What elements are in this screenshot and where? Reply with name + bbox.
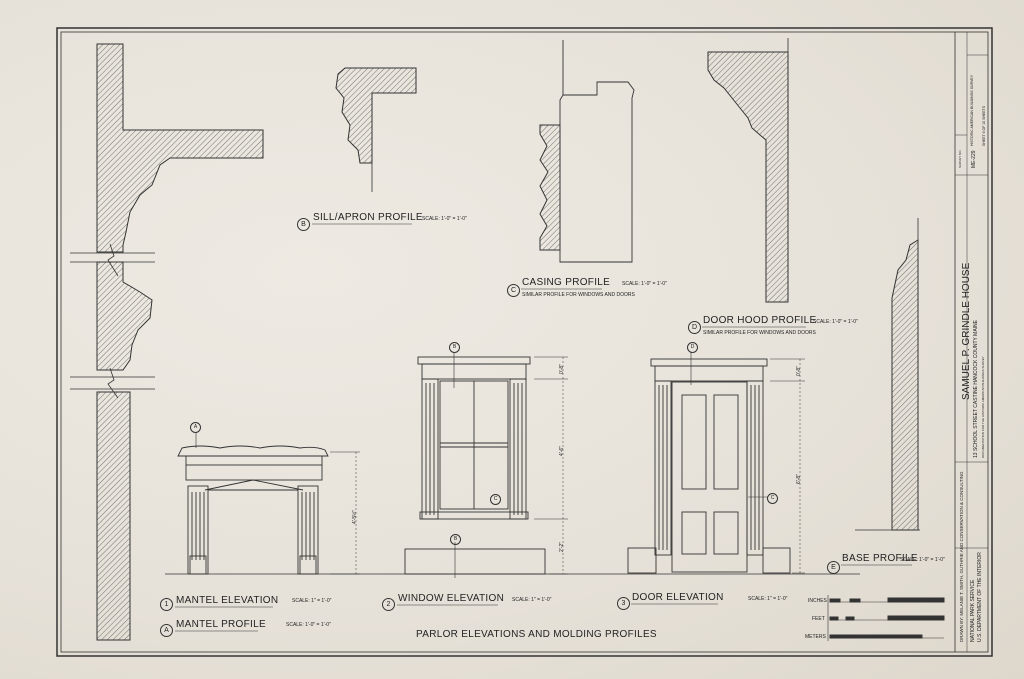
dim-mantel-height: 4'-5½" [352, 509, 358, 524]
callout-mantel-profile-letter: A [160, 624, 173, 637]
casing-profile-note: SIMILAR PROFILE FOR WINDOWS AND DOORS [522, 292, 635, 298]
callout-d-door: D [687, 342, 698, 353]
graphic-scale [827, 595, 945, 641]
outer-border [56, 27, 993, 657]
dim-door-top: 0'-8" [796, 366, 802, 376]
agency-doi: U.S. DEPARTMENT OF THE INTERIOR [977, 552, 983, 642]
sheet-title: PARLOR ELEVATIONS AND MOLDING PROFILES [416, 629, 657, 640]
survey-name: HISTORIC AMERICAN BUILDINGS SURVEY [970, 74, 974, 146]
door-hood-profile-scale: SCALE: 1'-0" = 1'-0" [813, 319, 858, 325]
mantel-elevation-scale: SCALE: 1" = 1'-0" [292, 598, 332, 604]
base-profile-drawing [855, 218, 920, 531]
callout-window-elevation-number: 2 [382, 598, 395, 611]
building-name: SAMUEL P. GRINDLE HOUSE [961, 262, 972, 400]
callout-casing-letter: C [507, 284, 520, 297]
survey-number: ME-229 [971, 150, 977, 168]
scale-meters-label: METERS [805, 634, 826, 640]
callout-b-window: B [449, 342, 460, 353]
door-elevation-title: DOOR ELEVATION [632, 592, 724, 603]
callout-base-letter: E [827, 561, 840, 574]
casing-profile-scale: SCALE: 1'-0" = 1'-0" [622, 281, 667, 287]
callout-mantel-elevation-number: 1 [160, 598, 173, 611]
mantel-elevation-drawing [177, 432, 360, 575]
window-elevation-drawing [404, 352, 568, 578]
dim-window-top: 0'-8" [559, 364, 565, 374]
inner-border [60, 31, 989, 653]
window-elevation-scale: SCALE: 1" = 1'-0" [512, 597, 552, 603]
door-elevation-drawing [627, 352, 805, 574]
scale-inches-label: INCHES [808, 598, 827, 604]
callout-sill-letter: B [297, 218, 310, 231]
callout-b-sill: B [450, 534, 461, 545]
sheet-number: SHEET 6 OF 10 SHEETS [982, 105, 986, 146]
mantel-profile-drawing [70, 43, 264, 641]
callout-door-hood-letter: D [688, 321, 701, 334]
callout-door-elevation-number: 3 [617, 597, 630, 610]
sill-apron-profile-title: SILL/APRON PROFILE [313, 212, 423, 223]
mantel-profile-scale: SCALE: 1'-0" = 1'-0" [286, 622, 331, 628]
casing-profile-drawing [539, 40, 635, 263]
dim-window-middle: 4'-6" [559, 446, 565, 456]
callout-a-mantel: A [190, 422, 201, 433]
base-profile-scale: SCALE: 1'-0" = 1'-0" [900, 557, 945, 563]
callout-c-window: C [490, 494, 501, 505]
door-elevation-scale: SCALE: 1" = 1'-0" [748, 596, 788, 602]
credit-note: DOCUMENTATION FOR THE HISTORIC AMERICAN … [981, 356, 985, 458]
sill-apron-profile-scale: SCALE: 1'-0" = 1'-0" [422, 216, 467, 222]
sill-apron-profile-drawing [335, 67, 417, 192]
door-hood-profile-title: DOOR HOOD PROFILE [703, 315, 817, 326]
mantel-profile-title: MANTEL PROFILE [176, 619, 266, 630]
survey-number-label: SURVEY NO. [958, 149, 962, 168]
door-hood-profile-drawing [707, 38, 789, 303]
base-profile-title: BASE PROFILE [842, 553, 918, 564]
callout-c-door: C [767, 493, 778, 504]
window-elevation-title: WINDOW ELEVATION [398, 593, 505, 604]
dim-window-bottom: 2'-2" [559, 542, 565, 552]
scale-feet-label: FEET [812, 616, 825, 622]
agency-nps: NATIONAL PARK SERVICE [970, 579, 976, 642]
mantel-elevation-title: MANTEL ELEVATION [176, 595, 279, 606]
casing-profile-title: CASING PROFILE [522, 277, 611, 288]
building-address: 13 SCHOOL STREET CASTINE HANCOCK COUNTY … [973, 320, 979, 458]
door-hood-profile-note: SIMILAR PROFILE FOR WINDOWS AND DOORS [703, 330, 816, 336]
dim-door-middle: 6'-8" [796, 474, 802, 484]
drawn-by: DRAWN BY: MELANIE T. SMITH, GUTHRIE AND … [959, 471, 964, 642]
